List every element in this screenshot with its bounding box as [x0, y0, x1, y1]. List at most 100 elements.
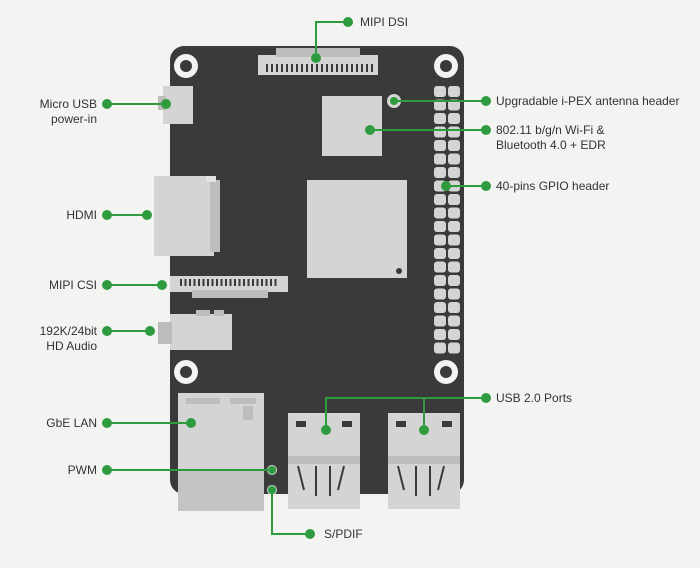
dot-mipi-dsi-label: [343, 17, 353, 27]
label-mipi-dsi: MIPI DSI: [360, 15, 409, 29]
connector-pin: [229, 279, 232, 286]
connector-pin: [252, 279, 254, 286]
connector-pin: [271, 64, 273, 72]
gpio-pin: [448, 288, 460, 300]
connector-pin: [256, 279, 259, 286]
gpio-pin: [448, 86, 460, 97]
connector-pin: [207, 279, 209, 286]
connector-pin: [306, 64, 308, 72]
gpio-pin: [448, 234, 460, 246]
gpio-pin: [448, 315, 460, 327]
connector-pin: [225, 279, 227, 286]
label-mipi-csi: MIPI CSI: [48, 278, 97, 292]
connector-pin: [331, 64, 333, 72]
connector-pin: [243, 279, 245, 286]
label-audio: 192K/24bit HD Audio: [39, 324, 97, 353]
dot-gpio-label: [481, 181, 491, 191]
connector-pin: [351, 64, 353, 72]
connector-pin: [266, 64, 268, 72]
gpio-pin: [448, 248, 460, 259]
hdmi-connector: [154, 176, 220, 256]
mounting-hole: [180, 60, 192, 72]
connector-pin: [211, 279, 214, 286]
dot-hdmi: [142, 210, 152, 220]
dot-mipi-csi-label: [102, 280, 112, 290]
gpio-pin: [434, 207, 446, 219]
gpio-pin: [434, 167, 446, 178]
connector-pin: [220, 279, 223, 286]
leader-mipi-dsi: [315, 21, 348, 58]
connector-pin: [361, 64, 363, 72]
mounting-hole: [180, 366, 192, 378]
dot-gpio: [441, 181, 451, 191]
label-gbe-lan: GbE LAN: [46, 416, 97, 430]
dot-pwm: [268, 466, 276, 474]
gpio-pin: [434, 140, 446, 151]
gpio-pin: [434, 99, 446, 111]
connector-pin: [184, 279, 187, 286]
dot-mipi-dsi: [311, 53, 321, 63]
gpio-pin: [434, 261, 446, 273]
dot-micro-usb-label: [102, 99, 112, 109]
connector-pin: [346, 64, 348, 72]
gpio-pin: [448, 153, 460, 165]
connector-pin: [216, 279, 218, 286]
connector-pin: [180, 279, 182, 286]
label-hdmi: HDMI: [66, 208, 97, 222]
gpio-pin: [448, 302, 460, 313]
gpio-pin: [448, 261, 460, 273]
gpio-pin: [448, 167, 460, 178]
dot-gbe-label: [102, 418, 112, 428]
mounting-hole: [440, 366, 452, 378]
mipi-csi-connector: [170, 276, 288, 298]
gpio-pin: [448, 99, 460, 111]
connector-pin: [311, 64, 313, 72]
connector-pin: [336, 64, 338, 72]
dot-usb-label: [481, 393, 491, 403]
label-ipex: Upgradable i-PEX antenna header: [496, 94, 680, 108]
dot-wifi-label: [481, 125, 491, 135]
gpio-pin: [434, 248, 446, 259]
gpio-pin: [434, 221, 446, 232]
leader-usb: [325, 397, 486, 430]
connector-pin: [341, 64, 343, 72]
connector-pin: [281, 64, 283, 72]
connector-pin: [316, 64, 318, 72]
gpio-pin: [434, 329, 446, 340]
leader-dots: [102, 17, 491, 539]
dot-ipex-label: [481, 96, 491, 106]
dot-spdif-label: [305, 529, 315, 539]
ethernet-port: [178, 393, 264, 511]
gpio-header: [430, 82, 464, 358]
dot-ipex: [390, 97, 398, 105]
label-spdif: S/PDIF: [324, 527, 363, 541]
mipi-dsi-connector: [258, 48, 378, 75]
mounting-hole: [440, 60, 452, 72]
label-wifi-bt: 802.11 b/g/n Wi-Fi & Bluetooth 4.0 + EDR: [496, 123, 606, 152]
leader-spdif: [271, 490, 310, 535]
label-micro-usb: Micro USB power-in: [39, 97, 97, 126]
connector-pin: [296, 64, 298, 72]
connector-pin: [193, 279, 196, 286]
gpio-pin: [448, 194, 460, 205]
connector-pin: [356, 64, 358, 72]
label-pwm: PWM: [67, 463, 97, 477]
dot-usb-2: [419, 425, 429, 435]
mounting-holes: [174, 54, 458, 384]
gpio-pin: [448, 126, 460, 138]
gpio-pin: [448, 342, 460, 354]
leader-lines: [107, 21, 486, 535]
gpio-pin: [448, 207, 460, 219]
dot-audio: [145, 326, 155, 336]
gpio-pin: [434, 194, 446, 205]
connector-pin: [326, 64, 328, 72]
gpio-pin: [448, 329, 460, 340]
gpio-pin: [448, 221, 460, 232]
gpio-pin: [448, 140, 460, 151]
gpio-pin: [434, 86, 446, 97]
dot-mipi-csi: [157, 280, 167, 290]
connector-pin: [234, 279, 236, 286]
dot-micro-usb: [161, 99, 171, 109]
